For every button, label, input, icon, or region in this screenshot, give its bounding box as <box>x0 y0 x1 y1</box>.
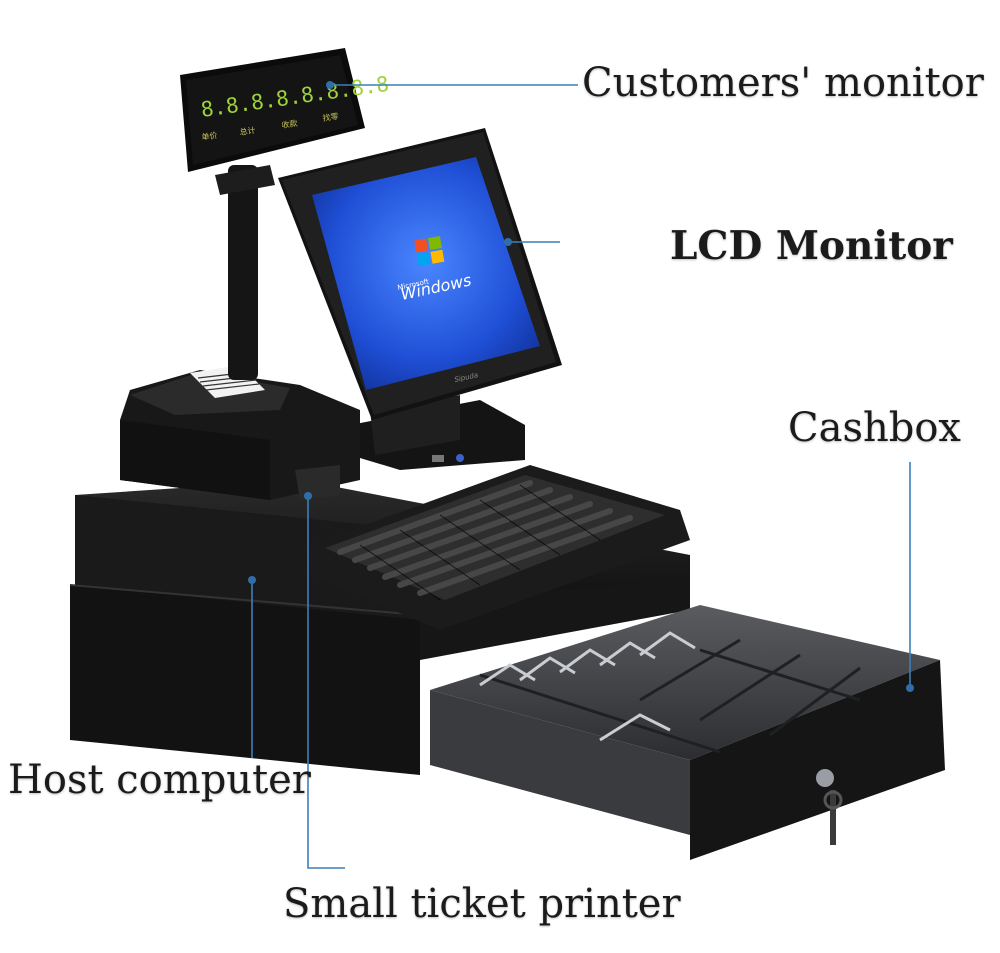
marker-cashbox <box>906 684 914 692</box>
marker-lcd-monitor <box>504 238 512 246</box>
keyboard <box>310 465 690 630</box>
display-pole <box>215 165 275 380</box>
leader-small-ticket-printer <box>307 496 345 869</box>
cashbox-drawer <box>430 605 945 860</box>
leader-lines <box>248 81 914 869</box>
windows-logo-icon <box>414 236 445 267</box>
lcd-monitor <box>278 128 562 420</box>
display-caption-2: 总计 <box>239 125 256 137</box>
label-customers-monitor: Customers' monitor <box>582 60 984 106</box>
ticket-printer <box>120 365 360 500</box>
label-host-computer: Host computer <box>8 757 311 803</box>
marker-small-ticket-printer <box>304 492 312 500</box>
label-small-ticket-printer: Small ticket printer <box>283 881 681 927</box>
display-caption-1: 单价 <box>201 130 218 142</box>
label-lcd-monitor: LCD Monitor <box>670 223 953 269</box>
customer-display <box>180 48 365 172</box>
display-caption-3: 收款 <box>281 118 298 130</box>
display-caption-4: 找零 <box>322 111 339 123</box>
marker-customers-monitor <box>326 81 334 89</box>
marker-host-computer <box>248 576 256 584</box>
label-cashbox: Cashbox <box>788 405 961 451</box>
